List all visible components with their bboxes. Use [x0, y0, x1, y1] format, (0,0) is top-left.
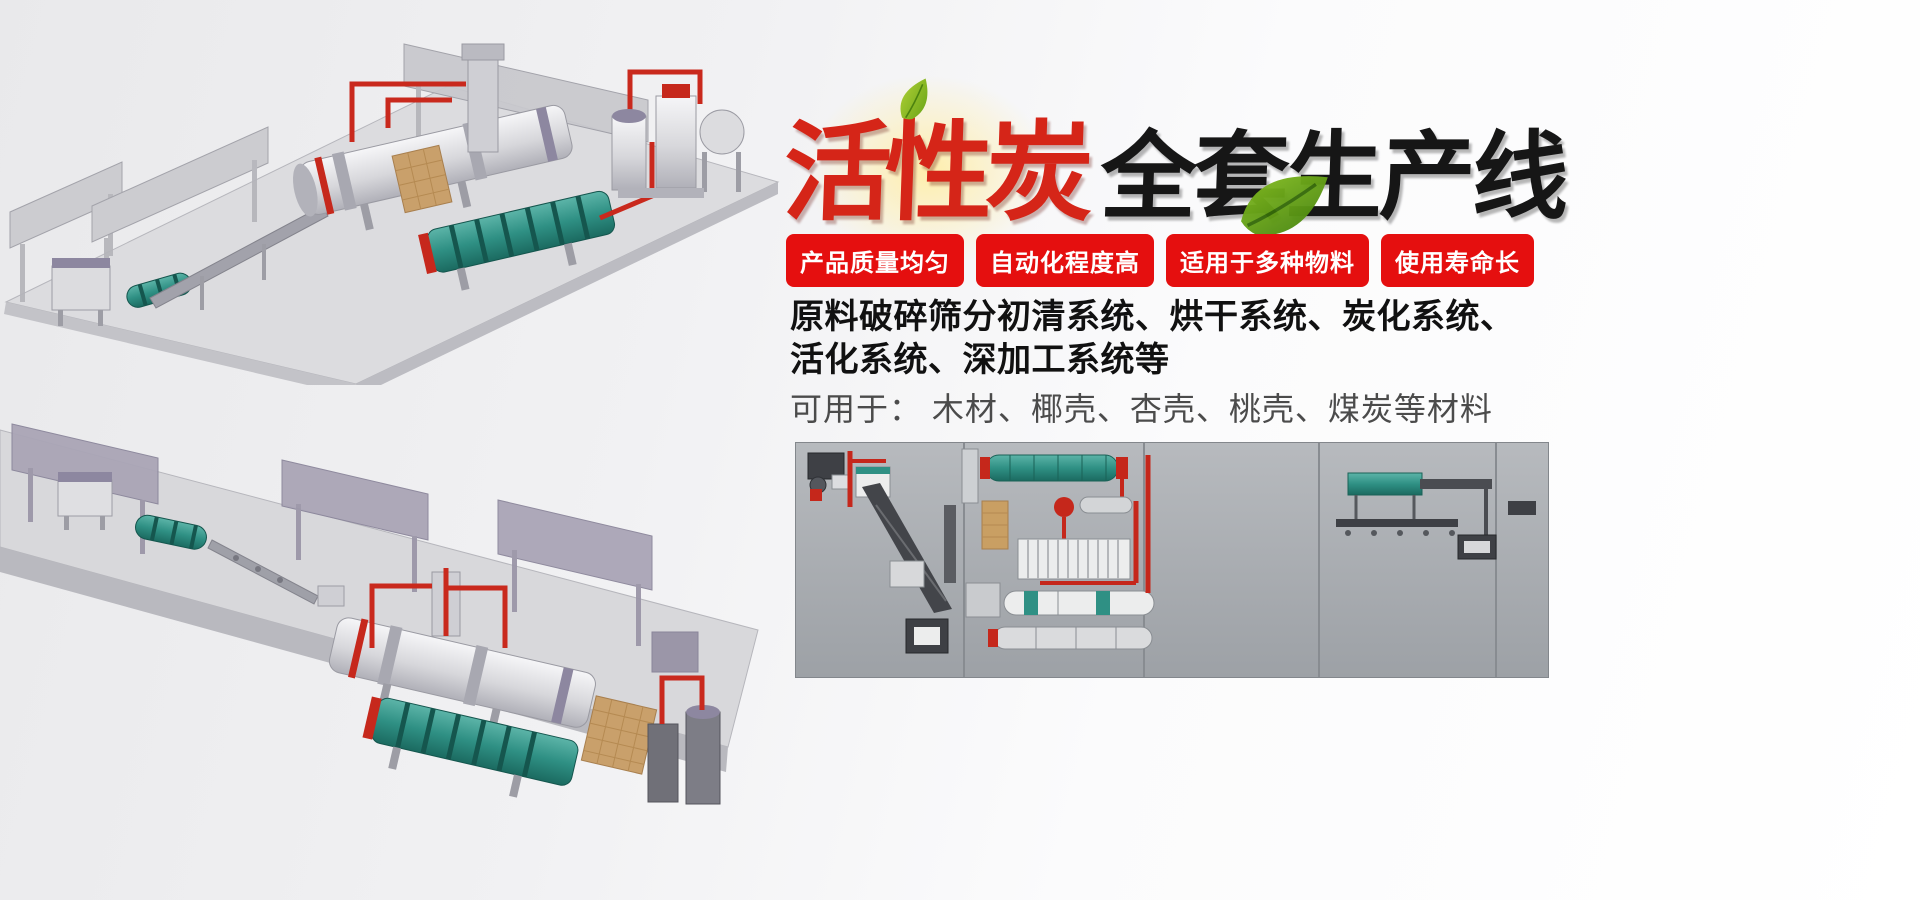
carbonization-unit: [1017, 501, 1139, 585]
production-line-3d-bottom-svg: [0, 423, 759, 805]
title-red-text: 活性炭: [781, 112, 1089, 233]
systems-description: 原料破碎筛分初清系统、烘干系统、炭化系统、 活化系统、深加工系统等: [790, 296, 1515, 381]
incline-conveyor: [862, 483, 952, 613]
feature-badge-quality: 产品质量均匀: [786, 234, 964, 287]
rotary-drum: [328, 617, 596, 736]
elevator-tower: [461, 43, 505, 153]
materials-usage: 可用于： 木材、椰壳、杏壳、桃壳、煤炭等材料: [790, 391, 1493, 427]
overhead-walls: [9, 43, 649, 302]
hot-stove: [981, 496, 1133, 550]
overhead-walls: [11, 423, 653, 646]
production-line-3d-top-svg: [4, 43, 780, 385]
vessel-cluster: [611, 84, 745, 198]
vessel-cluster: [647, 631, 721, 805]
production-line-3d-bottom: [0, 372, 770, 900]
leaf-icon: [900, 78, 928, 120]
systems-description-line2: 活化系统、深加工系统等: [790, 340, 1170, 379]
red-piping: [369, 568, 508, 648]
furnace: [391, 144, 453, 214]
systems-description-line1: 原料破碎筛分初清系统、烘干系统、炭化系统、: [790, 298, 1515, 336]
feeder-and-conveyor: [51, 205, 329, 326]
platform: [4, 85, 780, 385]
activation-drum: [418, 190, 616, 291]
feeder-and-conveyor: [57, 472, 345, 607]
feature-badge-lifespan: 使用寿命长: [1381, 234, 1534, 287]
production-line-schematic-svg: [796, 443, 1548, 677]
packing-line: [1336, 472, 1536, 560]
feature-badges: 产品质量均匀 自动化程度高 适用于多种物料 使用寿命长: [786, 234, 1534, 287]
feature-badge-automation: 自动化程度高: [976, 234, 1154, 287]
crusher-unit: [807, 451, 891, 507]
activation-drum: [362, 696, 579, 798]
leaf-icon: [1241, 176, 1328, 236]
elevator-column: [889, 505, 956, 588]
production-line-schematic: [795, 442, 1549, 678]
production-line-3d-top: [0, 0, 780, 385]
dryer-drum: [961, 448, 1128, 504]
feature-badge-materials: 适用于多种物料: [1166, 234, 1369, 287]
cooling-drums: [905, 455, 1155, 654]
